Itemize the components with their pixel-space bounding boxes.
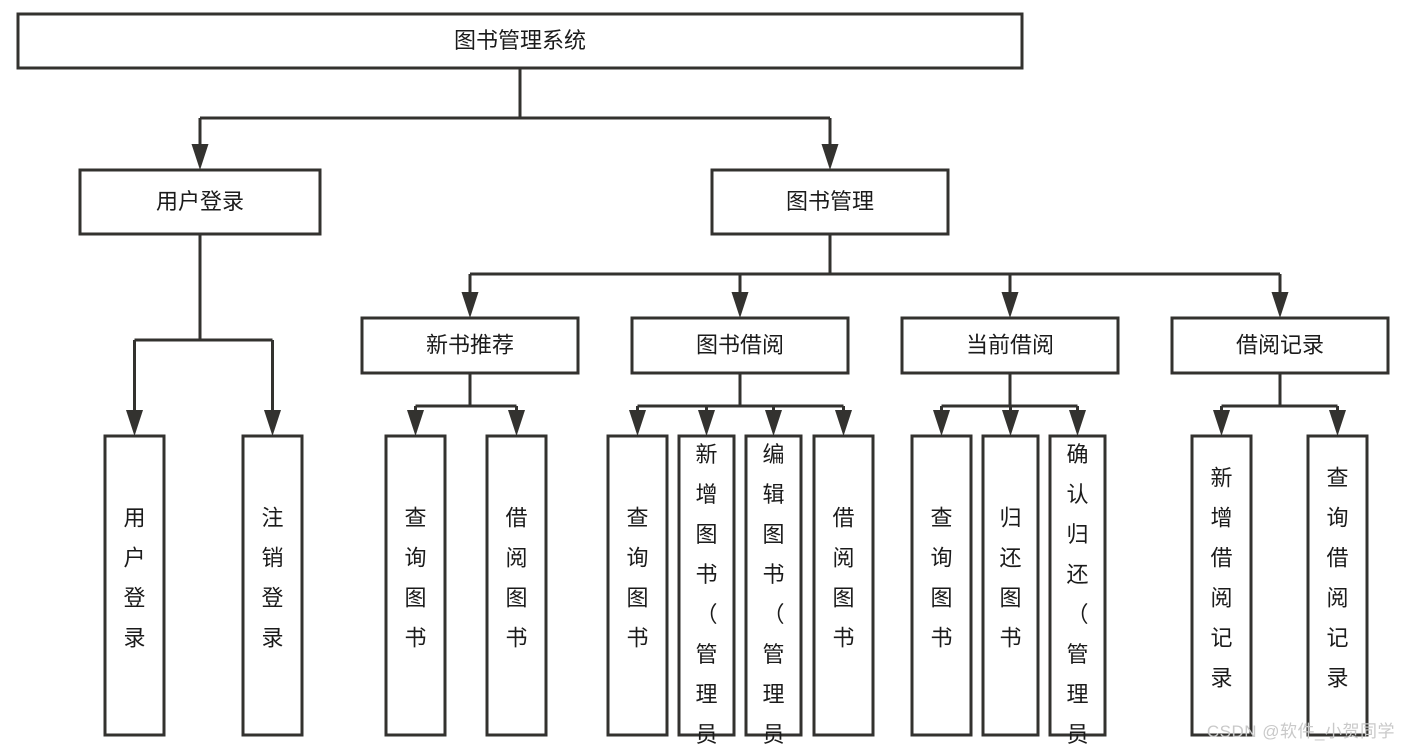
arrow-head-icon: [821, 144, 839, 170]
node-label: 图书管理: [786, 189, 874, 214]
node-box: [900, 316, 1120, 375]
node-box: [1170, 316, 1390, 375]
node-label: 用户登录: [156, 189, 244, 214]
node-leaf-user-login[interactable]: 用户登录: [103, 434, 166, 737]
node-label: 当前借阅: [966, 332, 1054, 357]
arrow-head-icon: [508, 410, 525, 436]
node-leaf-query-book-1[interactable]: 查询图书: [384, 434, 447, 737]
node-label: 查询图书: [930, 506, 952, 651]
node-label: 编辑图书（管理员）: [762, 442, 784, 747]
node-book-borrow[interactable]: 图书借阅: [630, 316, 850, 375]
node-label: 用户登录: [123, 506, 145, 651]
node-box: [360, 316, 580, 375]
node-leaf-edit-book[interactable]: 编辑图书（管理员）: [744, 434, 803, 747]
node-label: 归还图书: [999, 506, 1021, 651]
node-box: [384, 434, 447, 737]
node-box: [677, 434, 736, 737]
node-label: 查询图书: [404, 506, 426, 651]
node-box: [1048, 434, 1107, 737]
arrow-head-icon: [126, 410, 143, 436]
node-box: [241, 434, 304, 737]
node-leaf-add-record[interactable]: 新增借阅记录: [1190, 434, 1253, 737]
arrow-head-icon: [835, 410, 852, 436]
node-label: 新增图书（管理员）: [695, 442, 717, 747]
arrow-head-icon: [1069, 410, 1086, 436]
node-box: [16, 12, 1024, 70]
node-label: 借阅记录: [1236, 332, 1324, 357]
connectors-layer: [126, 68, 1346, 436]
node-box: [1190, 434, 1253, 737]
node-leaf-return-book[interactable]: 归还图书: [981, 434, 1040, 737]
arrow-head-icon: [933, 410, 950, 436]
node-box: [485, 434, 548, 737]
arrow-head-icon: [731, 292, 749, 318]
node-leaf-confirm-return[interactable]: 确认归还（管理员）: [1048, 434, 1107, 747]
node-leaf-add-book[interactable]: 新增图书（管理员）: [677, 434, 736, 747]
node-user-login[interactable]: 用户登录: [78, 168, 322, 236]
arrow-head-icon: [1002, 410, 1019, 436]
csdn-watermark: CSDN @软件_小贺同学: [1206, 722, 1395, 741]
node-leaf-borrow-book-1[interactable]: 借阅图书: [485, 434, 548, 737]
node-label: 注销登录: [261, 506, 283, 651]
node-box: [630, 316, 850, 375]
node-borrow-record[interactable]: 借阅记录: [1170, 316, 1390, 375]
node-book-manage[interactable]: 图书管理: [710, 168, 950, 236]
arrow-head-icon: [1271, 292, 1289, 318]
node-label: 借阅图书: [832, 506, 854, 651]
node-leaf-query-book-3[interactable]: 查询图书: [910, 434, 973, 737]
node-new-book-rec[interactable]: 新书推荐: [360, 316, 580, 375]
node-box: [981, 434, 1040, 737]
node-box: [744, 434, 803, 737]
node-label: 借阅图书: [505, 506, 527, 651]
node-box: [910, 434, 973, 737]
arrow-head-icon: [698, 410, 715, 436]
node-box: [1306, 434, 1369, 737]
arrow-head-icon: [629, 410, 646, 436]
node-label: 图书借阅: [696, 332, 784, 357]
node-label: 查询借阅记录: [1326, 466, 1348, 691]
arrow-head-icon: [1001, 292, 1019, 318]
node-leaf-borrow-book-2[interactable]: 借阅图书: [812, 434, 875, 737]
node-label: 图书管理系统: [454, 28, 586, 53]
node-current-borrow[interactable]: 当前借阅: [900, 316, 1120, 375]
node-root[interactable]: 图书管理系统: [16, 12, 1024, 70]
arrow-head-icon: [191, 144, 209, 170]
arrow-head-icon: [461, 292, 479, 318]
node-label: 查询图书: [626, 506, 648, 651]
node-box: [812, 434, 875, 737]
arrow-head-icon: [264, 410, 281, 436]
node-label: 新书推荐: [426, 332, 514, 357]
nodes-layer: 图书管理系统用户登录图书管理新书推荐图书借阅当前借阅借阅记录用户登录注销登录查询…: [16, 12, 1390, 747]
arrow-head-icon: [1213, 410, 1230, 436]
arrow-head-icon: [765, 410, 782, 436]
arrow-head-icon: [407, 410, 424, 436]
node-box: [606, 434, 669, 737]
node-leaf-user-logout[interactable]: 注销登录: [241, 434, 304, 737]
node-label: 新增借阅记录: [1210, 466, 1232, 691]
node-leaf-query-record[interactable]: 查询借阅记录: [1306, 434, 1369, 737]
node-leaf-query-book-2[interactable]: 查询图书: [606, 434, 669, 737]
arrow-head-icon: [1329, 410, 1346, 436]
node-label: 确认归还（管理员）: [1066, 442, 1088, 747]
node-box: [103, 434, 166, 737]
node-box: [710, 168, 950, 236]
node-box: [78, 168, 322, 236]
